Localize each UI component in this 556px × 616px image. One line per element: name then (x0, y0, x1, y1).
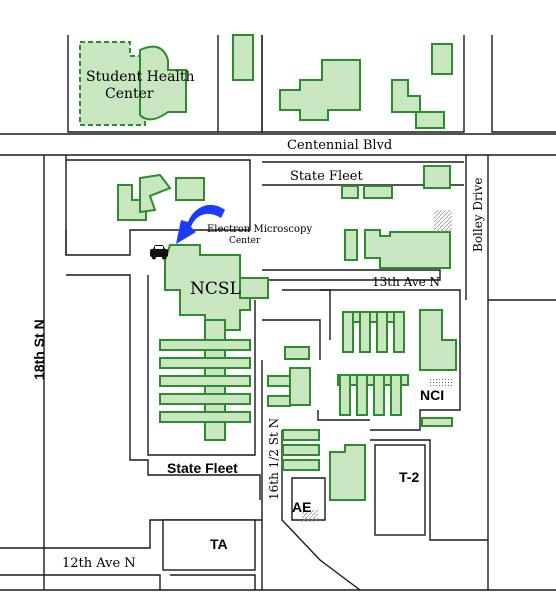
label-state-fleet-bottom: State Fleet (167, 460, 238, 476)
building-ncsl-wing (239, 277, 269, 299)
hatched-patch-upper (434, 210, 452, 232)
label-em-line1: Electron Microscopy (207, 224, 312, 235)
building-nw-2 (139, 173, 172, 214)
building-s3 (282, 459, 320, 471)
label-ta: TA (210, 536, 228, 552)
building-w2 (267, 395, 291, 407)
label-18th-st: 18th St N (31, 319, 47, 380)
building-sf-1 (341, 185, 359, 199)
road-16half-right (281, 430, 361, 591)
building-top-right-3 (431, 43, 453, 75)
building-s2 (282, 444, 320, 456)
road-inner-lot-right2 (282, 289, 331, 340)
hatched-patch-ae (302, 510, 318, 522)
label-nci: NCI (420, 387, 444, 403)
road-west-block (66, 274, 261, 500)
label-13th-ave: 13th Ave N (372, 275, 440, 289)
building-top-complex (279, 59, 361, 121)
building-nci-upper (342, 311, 405, 353)
road-inner-lot-right (262, 319, 321, 360)
building-sf-3 (423, 165, 451, 189)
label-center: Center (105, 86, 154, 102)
building-sf-2 (363, 185, 393, 199)
building-w1 (267, 375, 291, 387)
building-top-right-1 (391, 79, 421, 113)
building-student-health-annex (139, 45, 187, 121)
building-nci-lower (337, 374, 409, 416)
road-t2-block (370, 439, 488, 541)
building-nw-3 (175, 177, 205, 201)
label-state-fleet-top: State Fleet (290, 169, 363, 184)
label-bolley-drive: Bolley Drive (471, 178, 485, 253)
road-ae-block (291, 477, 326, 521)
building-s1 (282, 429, 320, 441)
label-t2: T-2 (399, 469, 419, 485)
road-nci-lower (317, 410, 370, 421)
car-icon (150, 245, 168, 260)
building-w3 (289, 367, 311, 406)
label-ae: AE (292, 499, 311, 515)
labels: Student Health Center Centennial Blvd St… (31, 69, 485, 571)
road-block-far-right-top (491, 35, 556, 133)
label-ncsl: NCSL (190, 279, 241, 299)
pointer-arrow-icon (176, 204, 225, 244)
road-13th-ave (262, 269, 441, 281)
road-east-block (320, 289, 461, 431)
road-12th-bottom (0, 574, 161, 590)
building-e13-2 (364, 229, 451, 269)
building-small-1 (284, 346, 310, 360)
building-s4 (329, 444, 366, 501)
road-center-block (65, 159, 251, 256)
lot-t2 (374, 444, 426, 536)
building-student-health (79, 41, 146, 126)
roads (0, 35, 556, 591)
dotted-patch-nci (430, 377, 452, 387)
buildings (79, 34, 457, 501)
road-bottom-lot (170, 574, 256, 590)
label-12th-ave: 12th Ave N (62, 556, 136, 571)
label-centennial-blvd: Centennial Blvd (287, 138, 392, 153)
road-block-top-right (261, 35, 465, 133)
building-top-right-2 (415, 111, 445, 129)
road-inner-lot (147, 275, 256, 456)
building-nci-strip (421, 417, 453, 427)
lot-ta (162, 519, 256, 571)
building-nci-east (419, 309, 457, 371)
label-student-health: Student Health (86, 69, 195, 85)
building-comb (159, 319, 251, 441)
label-16half-st: 16th 1/2 St N (267, 418, 281, 500)
building-ncsl-main (164, 244, 251, 331)
building-top-small (232, 34, 254, 81)
label-em-line2: Center (229, 236, 261, 246)
building-e13-1 (344, 229, 358, 261)
